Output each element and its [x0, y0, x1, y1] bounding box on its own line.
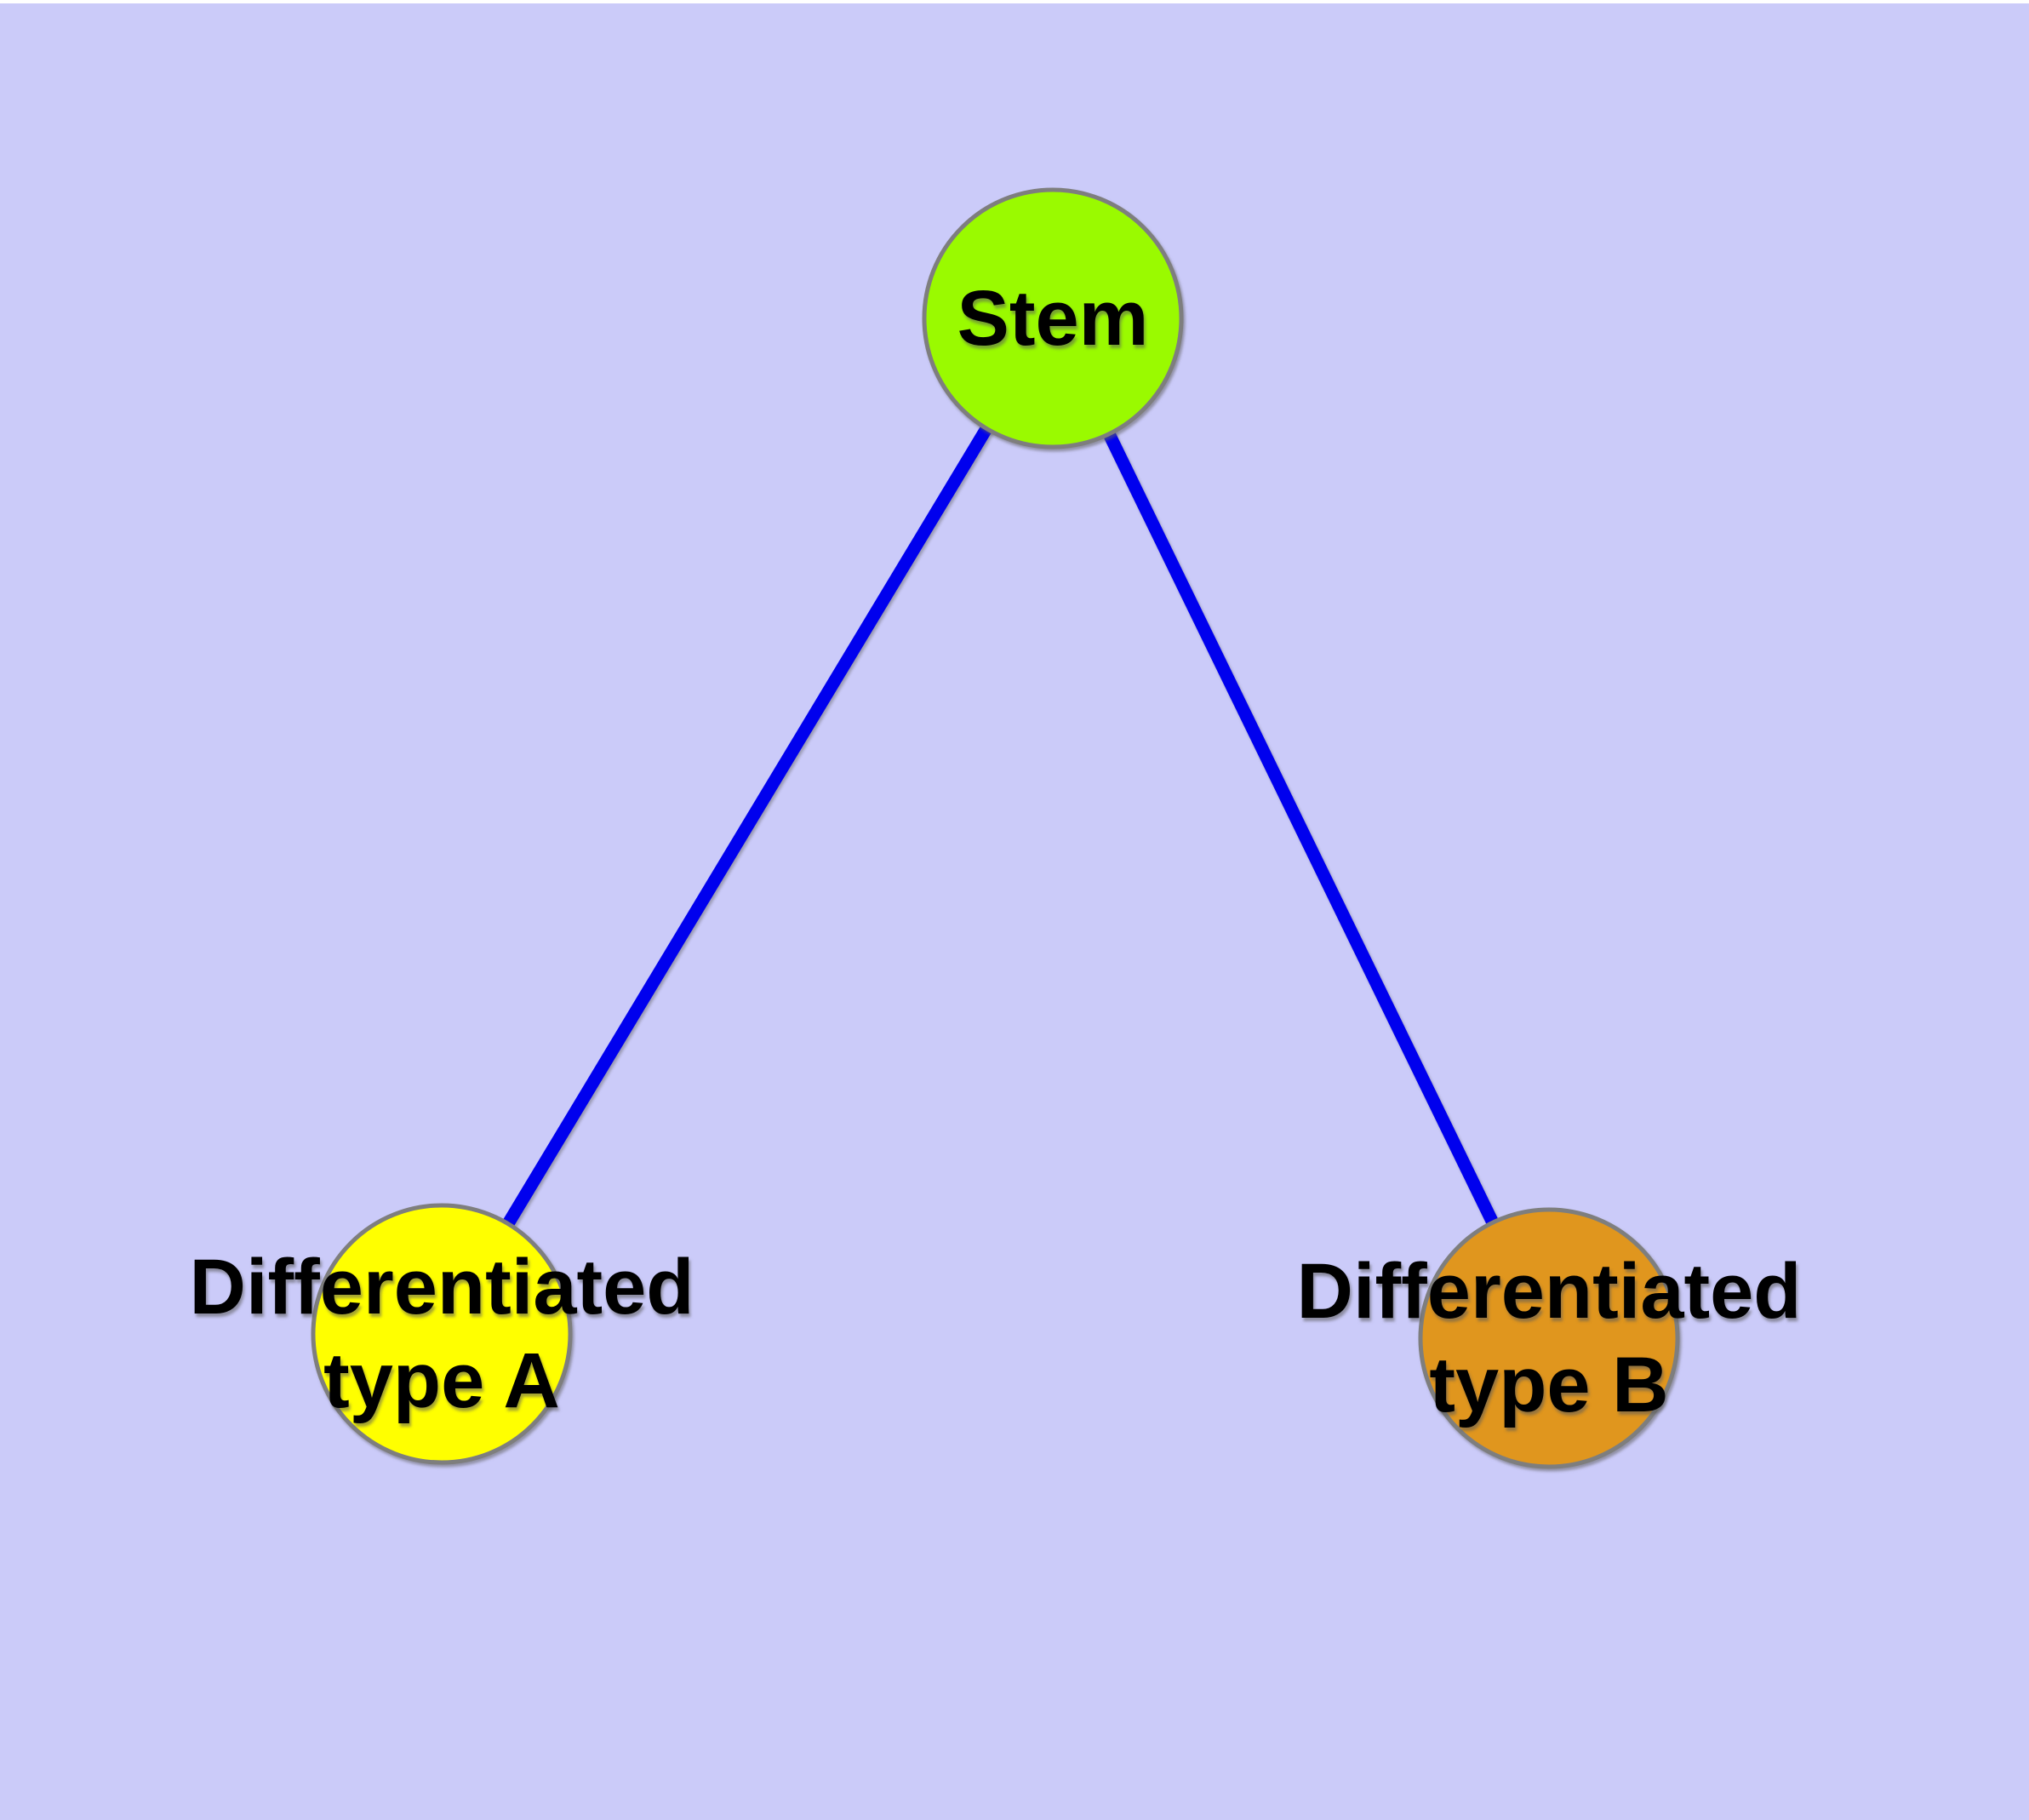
- node-stem-label: Stem: [957, 272, 1149, 365]
- node-type-a-label: Differentiated type A: [190, 1240, 694, 1428]
- node-type-b-label: Differentiated type B: [1297, 1245, 1802, 1432]
- top-margin-strip: [0, 0, 2029, 3]
- node-type-b-label-line2: type B: [1429, 1342, 1669, 1428]
- edge-stem-to-type-a: [436, 315, 1059, 1337]
- node-type-b-circle: [1418, 1207, 1680, 1469]
- node-stem-circle: [922, 187, 1184, 449]
- node-type-a-circle: [311, 1203, 573, 1465]
- edge-stem-to-type-b: [1047, 315, 1555, 1342]
- node-stem-label-text: Stem: [957, 275, 1149, 362]
- node-type-a-label-line2: type A: [323, 1337, 560, 1424]
- node-type-a-label-line1: Differentiated: [189, 1244, 694, 1331]
- node-type-b-label-line1: Differentiated: [1296, 1248, 1802, 1335]
